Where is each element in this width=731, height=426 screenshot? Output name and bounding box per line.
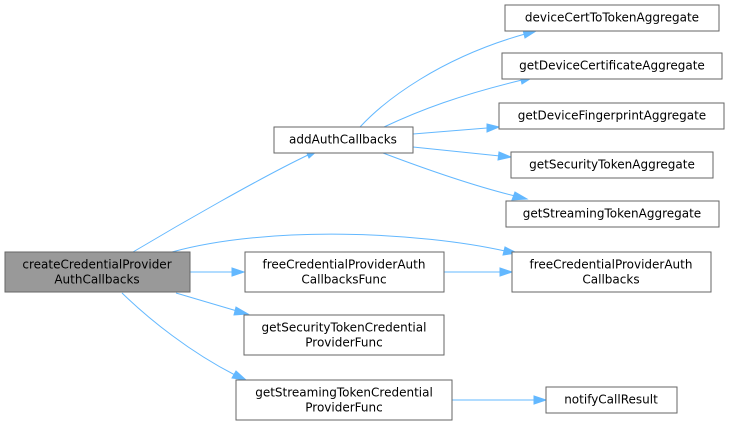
node-label-line2: ProviderFunc <box>305 401 382 415</box>
node-label-line1: freeCredentialProviderAuth <box>530 258 693 272</box>
node-label: deviceCertToTokenAggregate <box>525 11 699 25</box>
node-label: getDeviceCertificateAggregate <box>519 59 705 73</box>
edge-addauthcallbacks-to-getdevicefingerprintaggregate <box>412 123 501 135</box>
node-label-line2: AuthCallbacks <box>54 273 139 287</box>
node-label: addAuthCallbacks <box>289 133 397 147</box>
node-free-credential-provider-auth-callbacks[interactable]: freeCredentialProviderAuth Callbacks <box>511 251 712 293</box>
node-label: getSecurityTokenAggregate <box>529 158 695 172</box>
node-get-device-fingerprint-aggregate[interactable]: getDeviceFingerprintAggregate <box>498 102 725 130</box>
node-label-line2: ProviderFunc <box>305 336 382 350</box>
node-add-auth-callbacks[interactable]: addAuthCallbacks <box>273 126 414 154</box>
edge-addauthcallbacks-to-devicecerttotokenaggregate <box>359 29 538 128</box>
node-get-device-certificate-aggregate[interactable]: getDeviceCertificateAggregate <box>501 52 723 80</box>
edge-root-to-freecredentialproviderauthcallbacksfunc <box>190 267 246 277</box>
node-get-security-token-credential-provider-func[interactable]: getSecurityTokenCredential ProviderFunc <box>243 314 445 356</box>
edge-root-to-getsecuritytokencredentialproviderfunc <box>175 292 250 316</box>
node-notify-call-result[interactable]: notifyCallResult <box>545 386 678 414</box>
edge-freefunc-to-freecredentialproviderauthcallbacks <box>444 267 514 277</box>
edge-root-to-getstreamingtokencredentialproviderfunc <box>121 292 248 381</box>
node-free-credential-provider-auth-callbacks-func[interactable]: freeCredentialProviderAuth CallbacksFunc <box>244 251 445 293</box>
node-create-credential-provider-auth-callbacks: createCredentialProvider AuthCallbacks <box>4 251 191 293</box>
node-label-line1: createCredentialProvider <box>22 258 171 272</box>
node-device-cert-to-token-aggregate[interactable]: deviceCertToTokenAggregate <box>504 4 720 32</box>
node-get-streaming-token-aggregate[interactable]: getStreamingTokenAggregate <box>505 200 720 228</box>
node-label-line1: getStreamingTokenCredential <box>255 386 433 400</box>
edge-root-to-addauthcallbacks <box>132 149 320 253</box>
node-get-security-token-aggregate[interactable]: getSecurityTokenAggregate <box>510 151 714 179</box>
node-label-line2: Callbacks <box>582 273 639 287</box>
node-label-line1: getSecurityTokenCredential <box>262 321 427 335</box>
node-label-line1: freeCredentialProviderAuth <box>263 258 426 272</box>
edge-getstreamingfunc-to-notifycallresult <box>452 395 548 405</box>
node-label-line2: CallbacksFunc <box>301 273 386 287</box>
edge-addauthcallbacks-to-getstreamingtokenaggregate <box>382 152 529 201</box>
node-label: getDeviceFingerprintAggregate <box>518 109 706 123</box>
node-label: getStreamingTokenAggregate <box>523 207 701 221</box>
node-label: notifyCallResult <box>564 393 658 407</box>
node-get-streaming-token-credential-provider-func[interactable]: getStreamingTokenCredential ProviderFunc <box>235 379 453 421</box>
edge-addauthcallbacks-to-getsecuritytokenaggregate <box>412 146 513 161</box>
